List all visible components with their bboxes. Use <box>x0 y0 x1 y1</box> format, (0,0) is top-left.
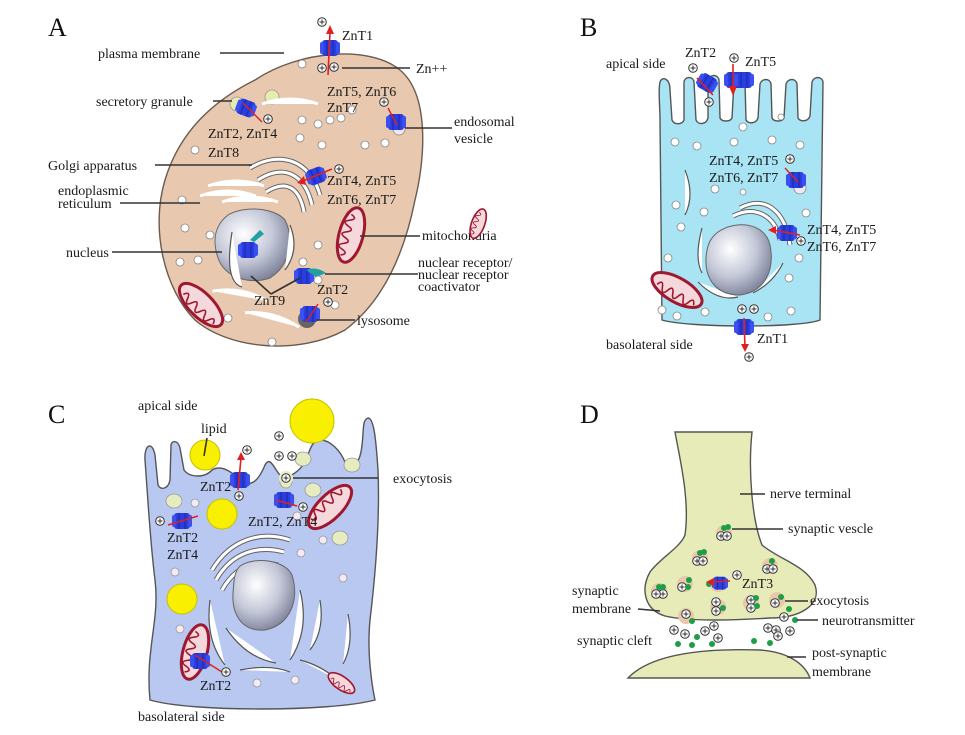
label-nr-3: coactivator <box>418 280 481 295</box>
panel-d: D <box>324 206 915 699</box>
label-synaptic-membrane-1: synaptic <box>572 584 619 599</box>
label-synaptic-cleft: synaptic cleft <box>577 634 652 649</box>
panel-b: B <box>580 13 876 362</box>
panel-c: C <box>48 398 452 725</box>
label-znt1-a: ZnT1 <box>342 29 373 44</box>
label-er-1: endoplasmic <box>58 184 129 199</box>
panel-letter-d: D <box>580 400 599 429</box>
nucleus-b <box>705 224 772 296</box>
panel-letter-a: A <box>48 13 67 42</box>
cell-a-body <box>158 53 424 347</box>
label-synaptic-vesicle: synaptic vescle <box>788 522 873 537</box>
label-secretory-granule: secretory granule <box>96 95 193 110</box>
label-golgi-znt-b-2: ZnT6, ZnT7 <box>807 240 876 255</box>
label-exocytosis-d: exocytosis <box>810 594 869 609</box>
label-znt567-a-2: ZnT7 <box>327 101 358 116</box>
label-ves-znt-b-1: ZnT4, ZnT5 <box>709 154 778 169</box>
label-znt1-b: ZnT1 <box>757 332 788 347</box>
label-exocytosis-c: exocytosis <box>393 472 452 487</box>
label-znt567-a-1: ZnT5, ZnT6 <box>327 85 396 100</box>
lipid-droplet <box>189 439 221 471</box>
label-znt2-a: ZnT2 <box>317 283 348 298</box>
label-zn-ion: Zn++ <box>416 62 447 77</box>
label-endosomal-2: vesicle <box>454 132 493 147</box>
label-znt2-b: ZnT2 <box>685 46 716 61</box>
label-lipid: lipid <box>201 422 227 437</box>
post-synaptic-body <box>626 648 812 679</box>
label-znt248-1: ZnT2, ZnT4 <box>208 127 277 142</box>
label-golgi: Golgi apparatus <box>48 159 137 174</box>
label-basolateral-b: basolateral side <box>606 338 693 353</box>
label-lysosome: lysosome <box>357 314 410 329</box>
panel-letter-c: C <box>48 400 65 429</box>
label-er-2: reticulum <box>58 197 112 212</box>
label-golgi-znt-b-1: ZnT4, ZnT5 <box>807 223 876 238</box>
label-golgi-znt-a-2: ZnT6, ZnT7 <box>327 193 396 208</box>
neurotransmitter-dots <box>656 524 798 648</box>
label-znt9: ZnT9 <box>254 294 285 309</box>
label-post-synaptic-1: post-synaptic <box>812 646 887 661</box>
label-znt24-c: ZnT2, ZnT4 <box>248 515 317 530</box>
panel-letter-b: B <box>580 13 597 42</box>
label-nr-1: nuclear receptor/ <box>418 256 513 271</box>
label-znt3: ZnT3 <box>742 577 773 592</box>
label-left-c-1: ZnT2 <box>167 531 198 546</box>
label-plasma-membrane: plasma membrane <box>98 47 200 62</box>
label-endosomal-1: endosomal <box>454 115 515 130</box>
label-post-synaptic-2: membrane <box>812 665 871 680</box>
label-mitochondria: mitochondria <box>422 229 497 244</box>
label-mito-znt2-c: ZnT2 <box>200 679 231 694</box>
label-left-c-2: ZnT4 <box>167 548 198 563</box>
label-nr-2: nuclear receptor <box>418 268 509 283</box>
label-znt2-c-top: ZnT2 <box>200 480 231 495</box>
label-znt5-b: ZnT5 <box>745 55 776 70</box>
panel-a: A <box>48 13 515 347</box>
label-nucleus: nucleus <box>66 246 109 261</box>
nucleus-c <box>232 560 296 631</box>
znt9-transporter-a <box>237 241 259 259</box>
label-apical-b: apical side <box>606 57 665 72</box>
label-golgi-znt-a-1: ZnT4, ZnT5 <box>327 174 396 189</box>
label-basolateral-c: basolateral side <box>138 710 225 725</box>
label-neurotransmitter: neurotransmitter <box>822 614 915 629</box>
label-nerve-terminal: nerve terminal <box>770 487 851 502</box>
znt3-transporter <box>711 576 729 591</box>
label-znt248-2: ZnT8 <box>208 146 239 161</box>
label-apical-c: apical side <box>138 399 197 414</box>
label-ves-znt-b-2: ZnT6, ZnT7 <box>709 171 778 186</box>
label-synaptic-membrane-2: membrane <box>572 602 631 617</box>
